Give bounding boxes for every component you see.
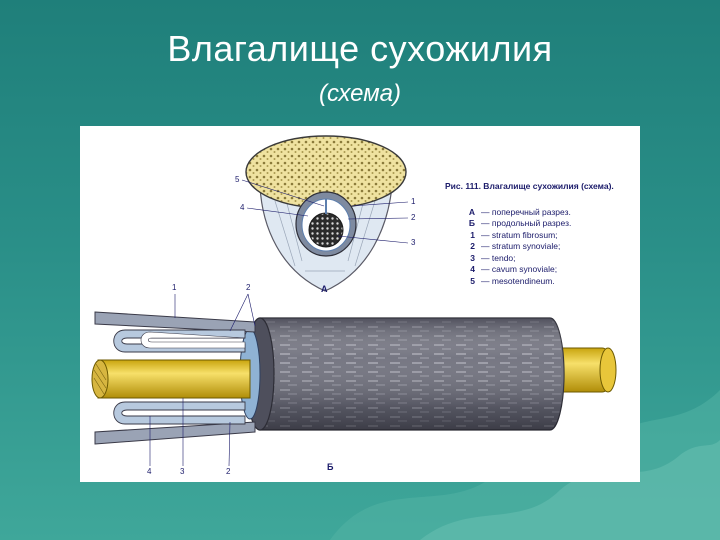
longitudinal-section: 1 2 4 3 2 Б xyxy=(92,283,616,476)
figure-legend: Рис. 111. Влагалище сухожилия (схема). А… xyxy=(445,181,635,287)
legend-key: Б xyxy=(445,218,481,230)
label-B: Б xyxy=(327,462,334,472)
legend-row: 3— tendo; xyxy=(445,253,635,265)
legend-text: mesotendineum. xyxy=(492,276,555,288)
tendon-sheath-figure: 5 4 1 2 3 А xyxy=(80,126,640,482)
legend-text: stratum synoviale; xyxy=(492,241,561,253)
label-4: 4 xyxy=(240,203,245,212)
label-A: А xyxy=(321,284,328,294)
legend-text: tendo; xyxy=(492,253,516,265)
slide-subtitle: (схема) xyxy=(0,80,720,108)
label-top-1: 1 xyxy=(172,283,177,292)
fibrous-layer-bottom xyxy=(95,422,255,444)
label-top-2: 2 xyxy=(246,283,251,292)
tendon-sheath-diagram: 5 4 1 2 3 А xyxy=(80,126,640,482)
label-bottom-3: 3 xyxy=(180,467,185,476)
synovial-fold-bottom xyxy=(114,402,245,424)
legend-row: Б— продольный разрез. xyxy=(445,218,635,230)
cross-section: 5 4 1 2 3 А xyxy=(235,136,416,294)
legend-key: А xyxy=(445,207,481,219)
label-2: 2 xyxy=(411,213,416,222)
legend-row: А— поперечный разрез. xyxy=(445,207,635,219)
legend-key: 5 xyxy=(445,276,481,288)
legend-text: продольный разрез. xyxy=(492,218,571,230)
legend-text: поперечный разрез. xyxy=(492,207,571,219)
label-5: 5 xyxy=(235,175,240,184)
figure-caption: Рис. 111. Влагалище сухожилия (схема). xyxy=(445,181,635,193)
label-bottom-4: 4 xyxy=(147,467,152,476)
legend-text: cavum synoviale; xyxy=(492,264,557,276)
legend-row: 1— stratum fibrosum; xyxy=(445,230,635,242)
legend-text: stratum fibrosum; xyxy=(492,230,558,242)
legend-key: 4 xyxy=(445,264,481,276)
tendon-section xyxy=(309,213,343,247)
label-bottom-2: 2 xyxy=(226,467,231,476)
slide-title: Влагалище сухожилия xyxy=(0,28,720,70)
synovial-fold-top xyxy=(114,330,245,352)
legend-key: 3 xyxy=(445,253,481,265)
label-1: 1 xyxy=(411,197,416,206)
legend-key: 2 xyxy=(445,241,481,253)
legend-row: 2— stratum synoviale; xyxy=(445,241,635,253)
legend-row: 5— mesotendineum. xyxy=(445,276,635,288)
label-3: 3 xyxy=(411,238,416,247)
legend-row: 4— cavum synoviale; xyxy=(445,264,635,276)
legend-key: 1 xyxy=(445,230,481,242)
tendon-left xyxy=(98,360,250,398)
